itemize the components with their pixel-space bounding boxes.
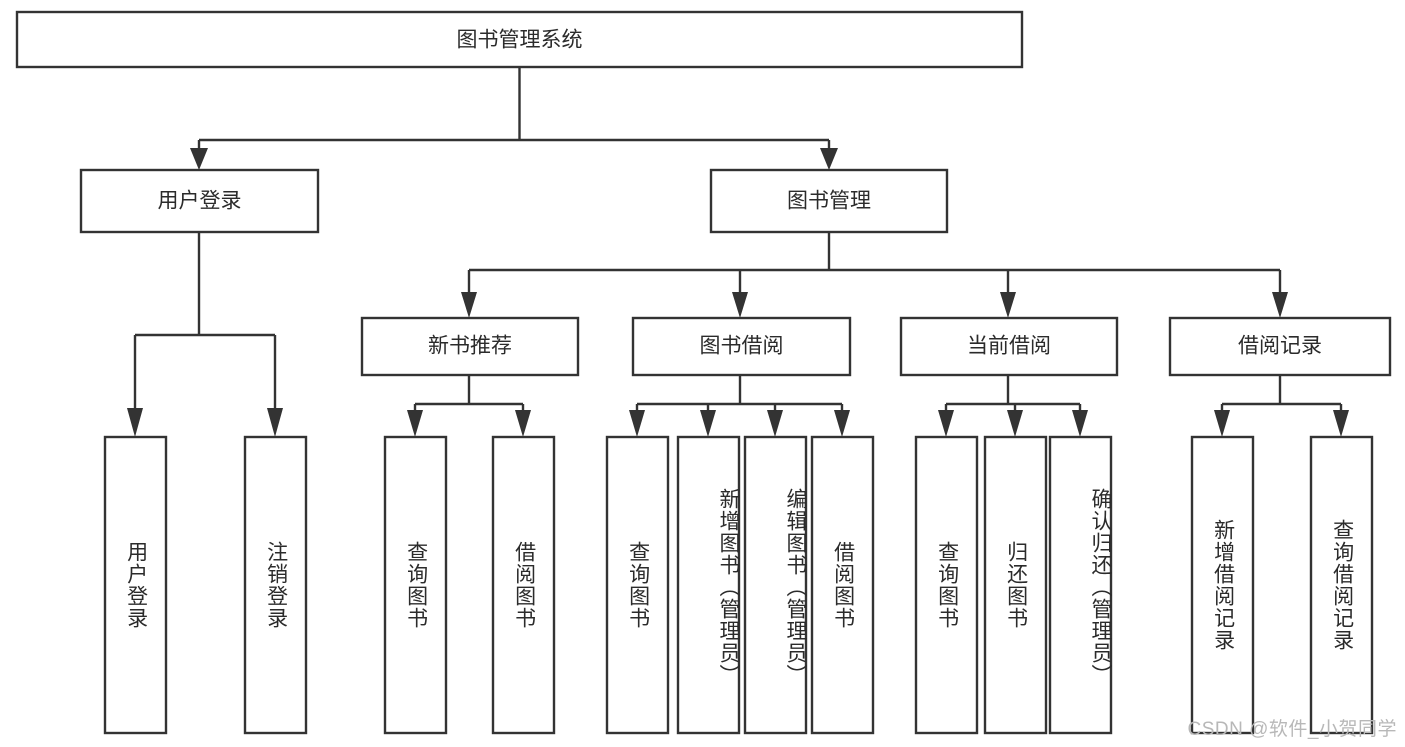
node-label-book-borrow: 图书借阅 — [700, 335, 784, 358]
node-box-leaf-confirm-return[interactable] — [1048, 435, 1113, 735]
arrowhead-leaf-confirm-return — [1072, 410, 1088, 437]
arrowhead-leaf-query-book-3 — [938, 410, 954, 437]
arrowhead-borrow-record — [1272, 292, 1288, 318]
connector-group-borrow-record — [1214, 375, 1349, 437]
connector-group-book-borrow — [629, 375, 850, 437]
node-box-current-borrow[interactable] — [899, 316, 1119, 377]
node-label-current-borrow: 当前借阅 — [967, 335, 1051, 358]
node-box-leaf-query-record[interactable] — [1309, 435, 1374, 735]
connector-group-current-borrow — [938, 375, 1088, 437]
csdn-watermark: CSDN @软件_小贺同学 — [1187, 719, 1397, 740]
arrowhead-book-manage — [820, 148, 838, 170]
node-label-book-manage: 图书管理 — [787, 190, 871, 213]
arrowhead-new-book-recommend — [461, 292, 477, 318]
node-box-leaf-borrow-book-2[interactable] — [810, 435, 875, 735]
connector-group-user-login — [127, 232, 283, 437]
node-label-user-login: 用户登录 — [158, 190, 242, 213]
node-box-leaf-query-book-3[interactable] — [914, 435, 979, 735]
arrowhead-current-borrow — [1000, 292, 1016, 318]
node-box-borrow-record[interactable] — [1168, 316, 1392, 377]
node-box-leaf-add-record[interactable] — [1190, 435, 1255, 735]
node-box-new-book-recommend[interactable] — [360, 316, 580, 377]
arrowhead-leaf-return-book — [1007, 410, 1023, 437]
node-box-book-borrow[interactable] — [631, 316, 852, 377]
arrowhead-leaf-user-logout — [267, 408, 283, 437]
arrowhead-leaf-user-login — [127, 408, 143, 437]
arrowhead-leaf-add-record — [1214, 410, 1230, 437]
node-box-user-login[interactable] — [79, 168, 320, 234]
arrowhead-leaf-query-book-1 — [407, 410, 423, 437]
node-box-leaf-edit-book[interactable] — [743, 435, 808, 735]
node-box-root[interactable] — [15, 10, 1024, 69]
arrowhead-leaf-borrow-book-2 — [834, 410, 850, 437]
arrowhead-leaf-add-book — [700, 410, 716, 437]
arrowhead-leaf-query-record — [1333, 410, 1349, 437]
node-box-leaf-query-book-2[interactable] — [605, 435, 670, 735]
node-box-leaf-add-book[interactable] — [676, 435, 741, 735]
connector-group-root — [190, 67, 838, 170]
node-box-leaf-user-login[interactable] — [103, 435, 168, 735]
node-box-leaf-return-book[interactable] — [983, 435, 1048, 735]
node-box-leaf-borrow-book-1[interactable] — [491, 435, 556, 735]
node-label-root: 图书管理系统 — [457, 29, 583, 52]
arrowhead-leaf-query-book-2 — [629, 410, 645, 437]
arrowhead-leaf-borrow-book-1 — [515, 410, 531, 437]
connector-group-new-book-recommend — [407, 375, 531, 437]
connector-group-book-manage — [461, 232, 1288, 318]
arrowhead-book-borrow — [732, 292, 748, 318]
node-box-leaf-query-book-1[interactable] — [383, 435, 448, 735]
node-label-new-book-recommend: 新书推荐 — [428, 335, 512, 358]
arrowhead-leaf-edit-book — [767, 410, 783, 437]
node-box-book-manage[interactable] — [709, 168, 949, 234]
node-label-borrow-record: 借阅记录 — [1238, 335, 1322, 358]
node-box-leaf-user-logout[interactable] — [243, 435, 308, 735]
arrowhead-user-login — [190, 148, 208, 170]
